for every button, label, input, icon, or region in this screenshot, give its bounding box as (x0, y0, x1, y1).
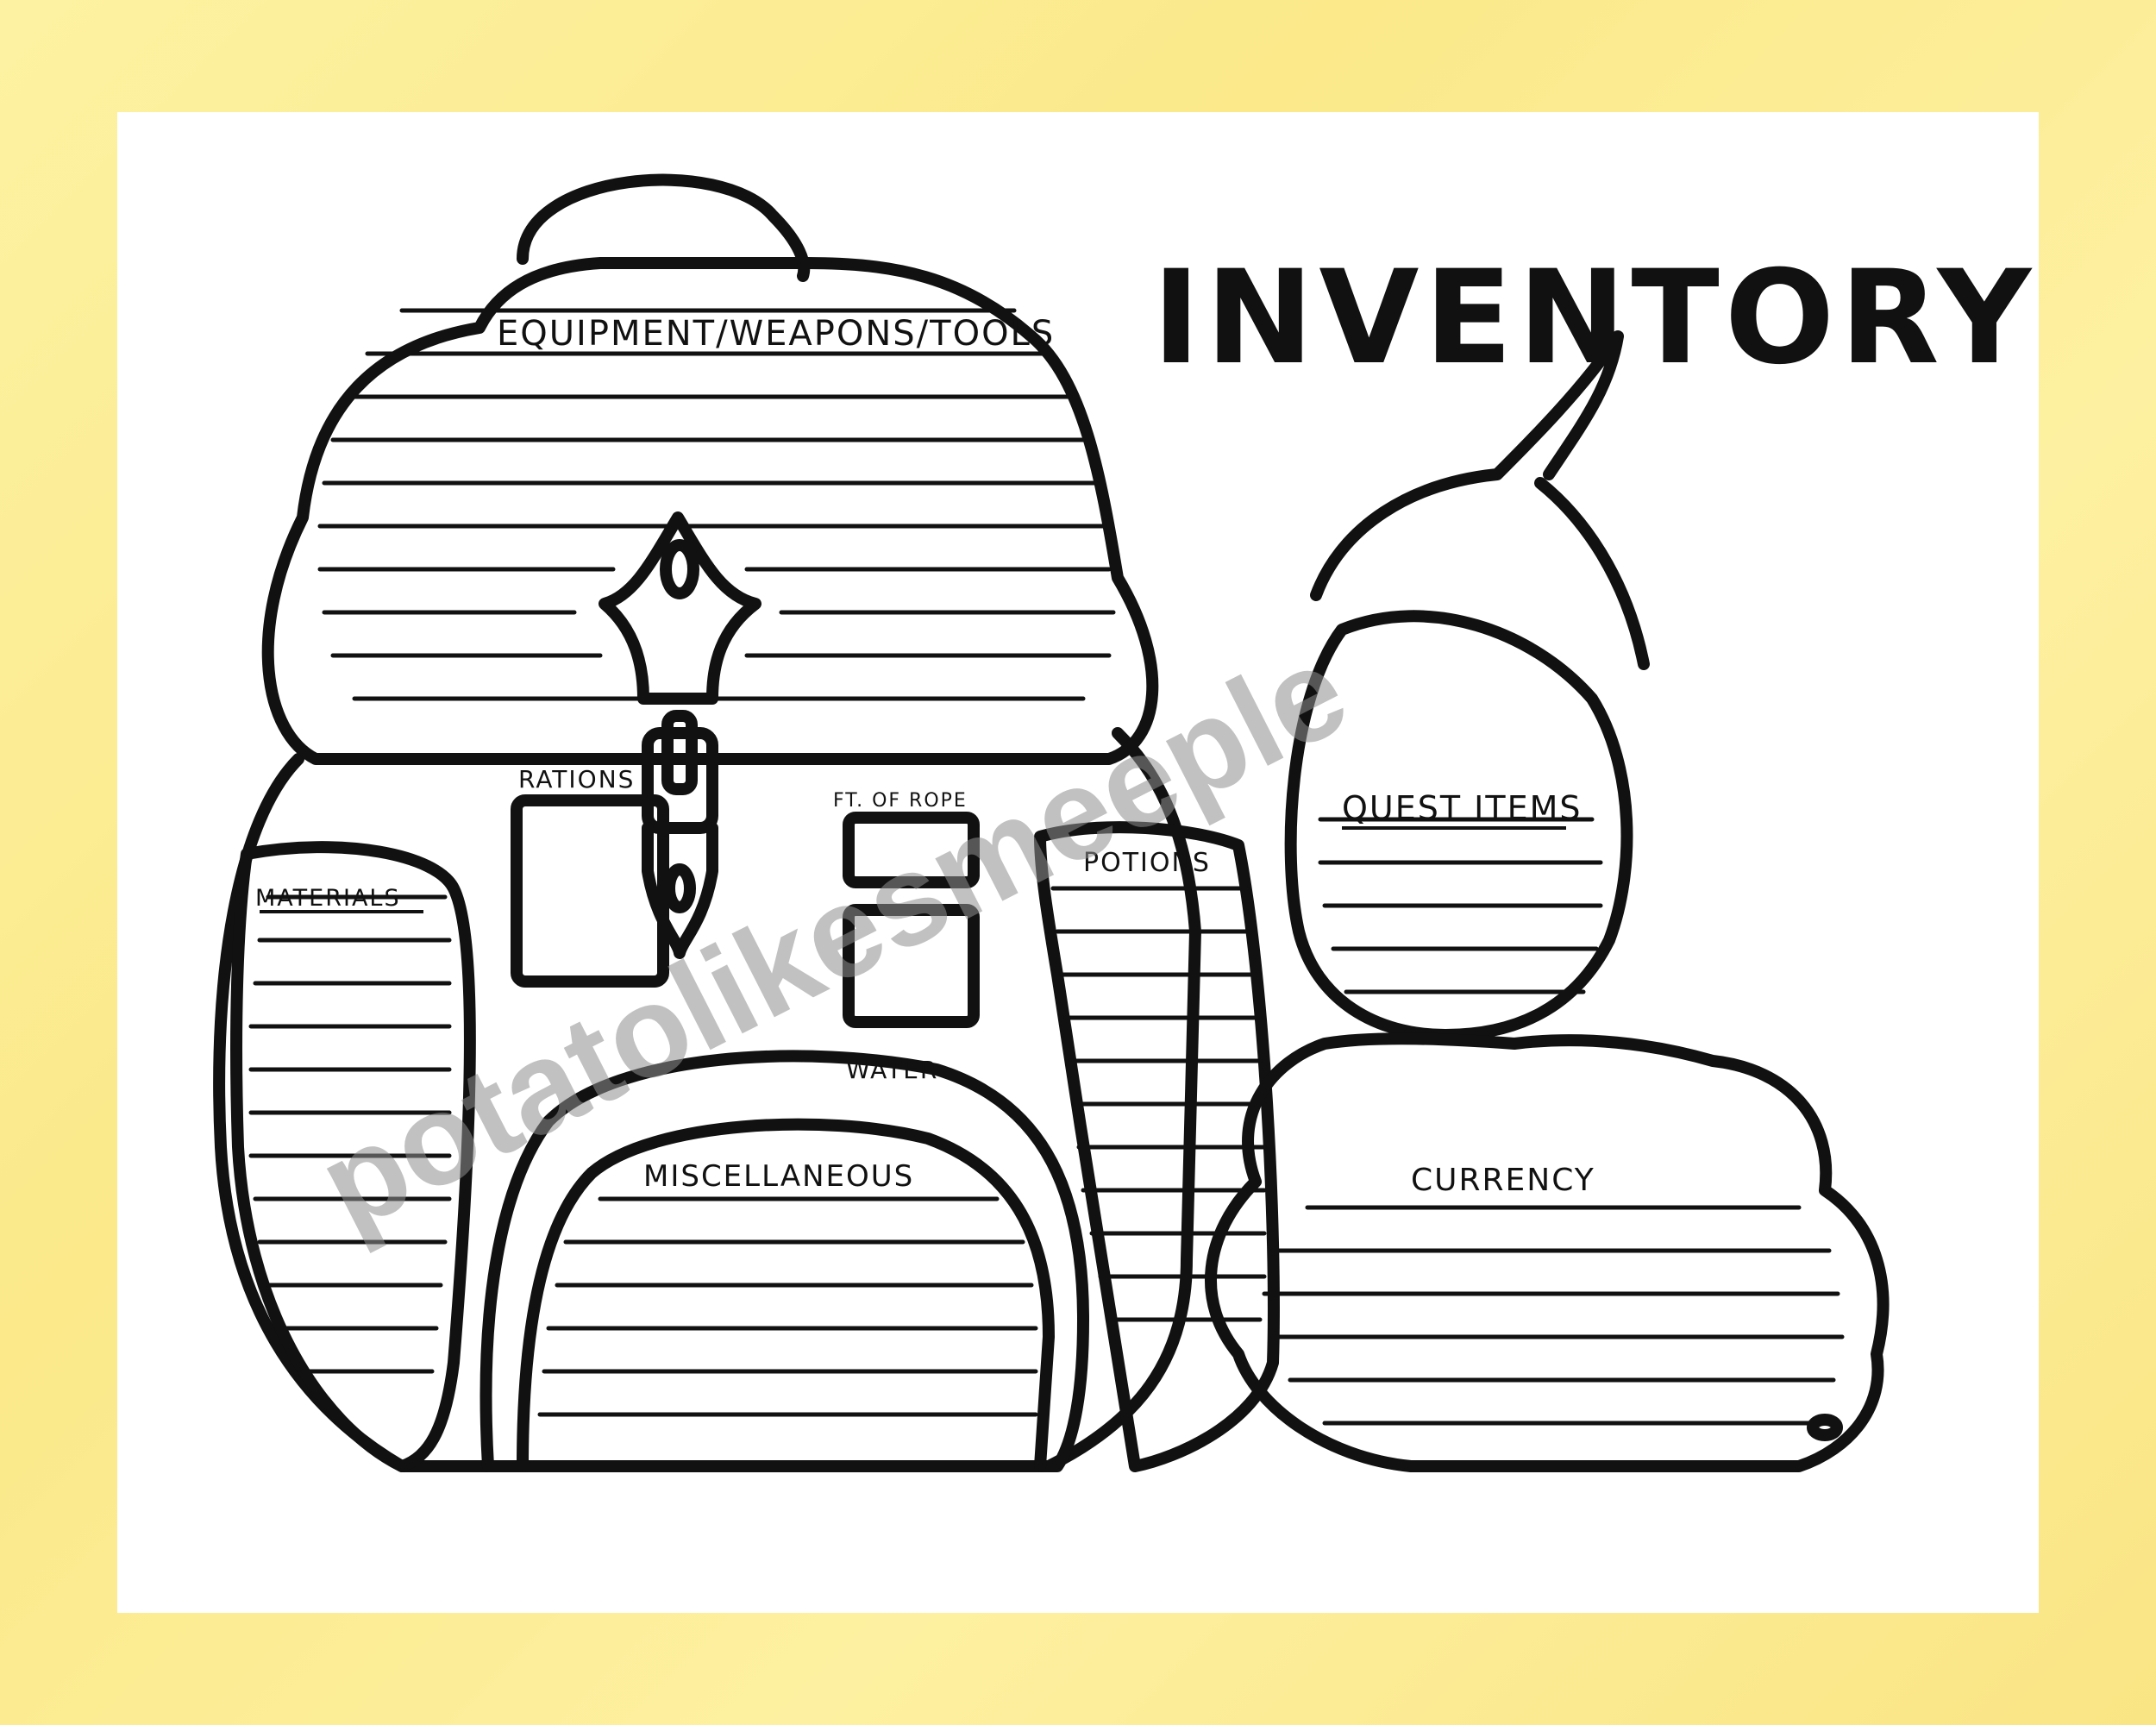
backpack-lid (261, 257, 1159, 765)
materials-label: MATERIALS (255, 885, 401, 912)
rope-box (843, 812, 980, 888)
currency-lines (1262, 1205, 1845, 1426)
quest-items-label: QUEST ITEMS (1342, 789, 1582, 827)
potions-pocket (1034, 821, 1280, 1472)
miscellaneous-lines (537, 1196, 1038, 1417)
miscellaneous-label: MISCELLANEOUS (643, 1159, 914, 1194)
rope-label: FT. OF ROPE (833, 790, 968, 812)
equipment-lines (317, 308, 1116, 701)
page-title: INVENTORY (1152, 243, 2036, 393)
buckle-strap (642, 822, 718, 959)
quest-items-lines (1318, 817, 1603, 994)
backpack-illustration: INVENTORY EQUIPMENT/WEAPONS/TOOLS RATION… (213, 173, 2036, 1472)
materials-lines (248, 894, 452, 1374)
potions-lines (1050, 886, 1267, 1322)
water-box (843, 904, 980, 1028)
handle-icon (517, 173, 811, 282)
clasp-icon (599, 511, 761, 705)
miscellaneous-pocket (479, 1050, 1089, 1472)
rations-label: RATIONS (518, 765, 635, 794)
potions-label: POTIONS (1083, 848, 1211, 878)
pouch-tie (1310, 330, 1624, 601)
rations-box (511, 794, 669, 988)
currency-label: CURRENCY (1411, 1163, 1595, 1198)
currency-pile (1204, 1032, 1890, 1472)
materials-pocket (230, 841, 476, 1472)
equipment-label: EQUIPMENT/WEAPONS/TOOLS (497, 314, 1055, 354)
water-label: WATER (846, 1056, 938, 1084)
quest-items-pouch (1284, 610, 1633, 1041)
inventory-sheet: INVENTORY EQUIPMENT/WEAPONS/TOOLS RATION… (117, 112, 2039, 1613)
